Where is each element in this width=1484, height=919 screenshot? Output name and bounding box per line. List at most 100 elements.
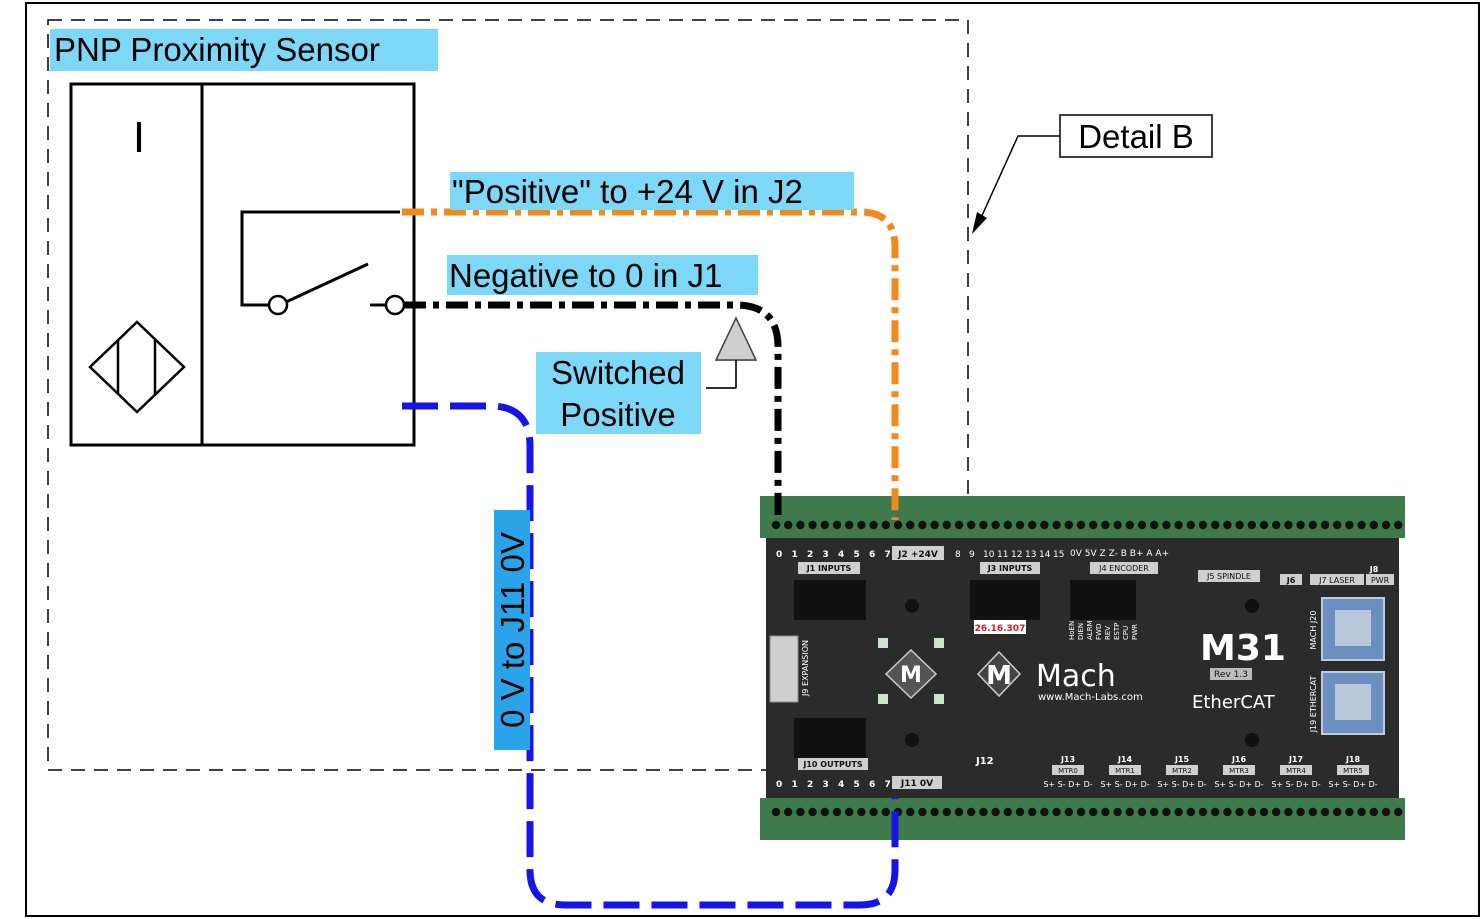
top-terminal-strip bbox=[760, 496, 1405, 538]
motor-name: MTR0 bbox=[1058, 767, 1078, 775]
terminal-screw bbox=[1223, 807, 1232, 817]
motor-connector-id: J14 bbox=[1117, 755, 1133, 764]
detail-arrow-icon bbox=[972, 212, 987, 234]
motor-connector-id: J15 bbox=[1174, 755, 1190, 764]
pin-number: 7 bbox=[885, 780, 891, 790]
j4-pins: 0V 5V Z Z- B B+ A A+ bbox=[1070, 549, 1169, 559]
motor-pins: S+ S- D+ D- bbox=[1214, 780, 1263, 789]
pin-number: 11 bbox=[997, 550, 1008, 560]
status-led-label: HoEN bbox=[1068, 621, 1076, 640]
terminal-screw bbox=[1174, 520, 1183, 530]
terminal-screw bbox=[1015, 520, 1025, 530]
terminal-screw bbox=[1369, 520, 1379, 530]
terminal-screw bbox=[1101, 520, 1110, 530]
motor-label-bg bbox=[1052, 765, 1084, 775]
terminal-screw bbox=[918, 807, 927, 817]
j6-label: J6 bbox=[1286, 576, 1296, 585]
terminal-screw bbox=[845, 807, 854, 817]
terminal-screw bbox=[1137, 807, 1147, 817]
pin-number: 1 bbox=[792, 550, 798, 560]
switch-blade-icon bbox=[285, 262, 369, 304]
motor-label-bg bbox=[1109, 765, 1141, 775]
terminal-screw bbox=[1235, 807, 1244, 817]
sensor-title-bg bbox=[50, 29, 438, 71]
terminal-screw bbox=[784, 520, 793, 530]
pin-number: 3 bbox=[823, 550, 829, 560]
terminal-screw bbox=[1345, 807, 1354, 817]
bottom-screw-row bbox=[771, 807, 1403, 817]
j11-label: J11 0V bbox=[900, 779, 933, 789]
j20-port-inner bbox=[1335, 610, 1371, 646]
motor-pins: S+ S- D+ D- bbox=[1157, 780, 1206, 789]
bottom-terminal-strip bbox=[760, 798, 1405, 840]
motor-connector-id: J18 bbox=[1345, 755, 1361, 764]
pin-number: 12 bbox=[1011, 550, 1022, 560]
terminal-screw bbox=[979, 807, 988, 817]
pin-number: 0 bbox=[776, 550, 782, 560]
j1-label: J1 INPUTS bbox=[806, 564, 852, 573]
terminal-screw bbox=[1137, 520, 1147, 530]
pin-number: 3 bbox=[823, 780, 829, 790]
pin-number: 14 bbox=[1039, 550, 1051, 560]
terminal-screw bbox=[1003, 807, 1012, 817]
terminal-screw bbox=[1150, 807, 1159, 817]
terminal-screw bbox=[930, 807, 939, 817]
terminal-screw bbox=[1357, 520, 1366, 530]
inductive-diamond-icon bbox=[88, 320, 186, 414]
switch-contact-icon bbox=[267, 294, 289, 316]
status-led bbox=[878, 638, 888, 648]
serial-sticker bbox=[974, 620, 1026, 634]
status-led-label: REV bbox=[1104, 626, 1112, 640]
j4-label: J4 ENCODER bbox=[1098, 564, 1149, 573]
detail-label: Detail B bbox=[1078, 118, 1194, 155]
terminal-screw bbox=[930, 520, 939, 530]
motor-name: MTR2 bbox=[1172, 767, 1192, 775]
pwr-label: PWR bbox=[1371, 576, 1390, 585]
terminal-screw bbox=[1198, 807, 1208, 817]
pin-number: 7 bbox=[885, 550, 891, 560]
rev-badge: Rev 1.3 bbox=[1214, 670, 1248, 680]
j19-port-inner bbox=[1335, 684, 1371, 720]
j10-label-bg bbox=[798, 758, 868, 770]
j3-label: J3 INPUTS bbox=[987, 564, 1033, 573]
terminal-screw bbox=[1040, 520, 1049, 530]
terminal-screw bbox=[1247, 807, 1257, 817]
terminal-screw bbox=[1162, 520, 1171, 530]
positive-label-bg bbox=[450, 172, 854, 210]
terminal-screw bbox=[1272, 520, 1281, 530]
terminal-screw bbox=[1028, 520, 1037, 530]
terminal-screw bbox=[1064, 807, 1074, 817]
j4-label-bg bbox=[1090, 562, 1158, 574]
terminal-screw bbox=[1089, 807, 1098, 817]
terminal-screw bbox=[869, 520, 878, 530]
motor-name: MTR3 bbox=[1229, 767, 1249, 775]
terminal-screw bbox=[1198, 520, 1208, 530]
terminal-screw bbox=[1076, 520, 1086, 530]
pin-number: 6 bbox=[869, 780, 875, 790]
terminal-screw bbox=[1259, 520, 1269, 530]
switched-label-line1: Switched bbox=[551, 354, 685, 391]
j10-label: J10 OUTPUTS bbox=[802, 760, 862, 769]
motor-connector-id: J13 bbox=[1060, 755, 1075, 764]
pin-number: 4 bbox=[838, 550, 844, 560]
terminal-screw bbox=[1296, 807, 1305, 817]
terminal-screw bbox=[784, 807, 793, 817]
terminal-screw bbox=[881, 807, 890, 817]
positive-label: "Positive" to +24 V in J2 bbox=[452, 173, 803, 210]
terminal-screw bbox=[893, 520, 903, 530]
detail-label-box bbox=[1059, 114, 1213, 158]
terminal-screw bbox=[1381, 807, 1391, 817]
serial-number: 26.16.307 bbox=[975, 624, 1026, 634]
terminal-screw bbox=[1089, 520, 1098, 530]
terminal-screw bbox=[1272, 807, 1281, 817]
switch-contact-icon bbox=[384, 294, 406, 316]
j19-label: J19 ETHERCAT bbox=[1309, 676, 1318, 734]
brand-name: Mach bbox=[1036, 659, 1116, 694]
terminal-screw bbox=[1381, 520, 1391, 530]
terminal-screw bbox=[832, 520, 842, 530]
